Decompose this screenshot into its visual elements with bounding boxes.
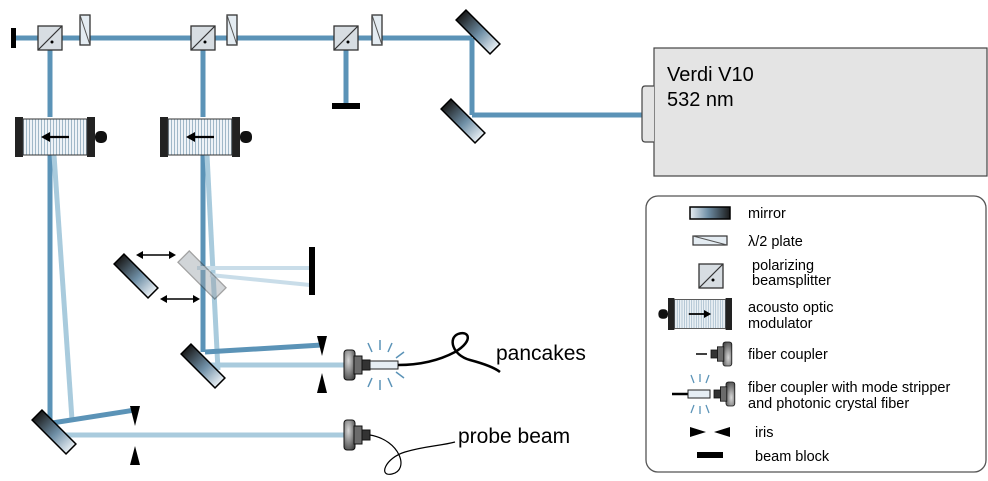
double-arrow-upper [136,251,176,259]
legend-fc-mode-stripper-label-1: fiber coupler with mode stripper [748,380,950,396]
legend-iris-label: iris [755,425,774,441]
polarizing-beamsplitter-3 [333,25,359,51]
legend-aom-icon [657,297,733,331]
iris-probe [130,406,140,465]
legend-beam-block-label: beam block [755,449,830,465]
acousto-optic-modulator-middle [158,115,254,159]
double-arrow-lower [160,295,200,303]
acousto-optic-modulator-left [13,115,109,159]
mirror-top-right [455,9,501,55]
legend: mirror λ/2 plate polarizing beamsplitter… [645,195,987,473]
legend-iris-icon [690,427,730,437]
legend-aom-label-2: modulator [748,316,813,332]
legend-aom-label-1: acousto optic [748,300,833,316]
legend-pbs-label-1: polarizing [752,258,814,274]
legend-mirror-label: mirror [748,206,786,222]
legend-fiber-coupler-label: fiber coupler [748,347,828,363]
iris-pancakes [317,336,327,393]
beam-paths [15,35,643,438]
verdi-laser: Verdi V10 532 nm [641,47,988,177]
legend-mirror-icon [689,206,731,220]
half-wave-plate-3 [371,14,383,46]
legend-fiber-coupler-icon [696,341,733,367]
mirror-right-lower [440,98,486,144]
mirror-movable-ghost [177,250,227,300]
legend-fc-mode-stripper-icon [672,374,736,414]
mirror-movable [113,253,159,299]
laser-wavelength: 532 nm [667,89,734,111]
fiber-coupler-mode-stripper-pancakes [343,331,501,390]
legend-waveplate-label: λ/2 plate [748,234,803,250]
legend-beam-block-icon [697,452,723,458]
laser-name: Verdi V10 [667,64,754,86]
beam-block-top-mid [332,103,360,109]
pancakes-label: pancakes [496,342,586,365]
probe-beam-label: probe beam [458,425,570,448]
polarizing-beamsplitter-2 [190,25,216,51]
legend-waveplate-icon [692,235,728,246]
legend-pbs-icon [698,263,724,289]
beam-block-right [309,247,315,295]
polarizing-beamsplitter-1 [37,25,63,51]
beam-block-top-left [11,28,16,48]
legend-fc-mode-stripper-label-2: and photonic crystal fiber [748,396,909,412]
half-wave-plate-2 [226,14,238,46]
legend-pbs-label-2: beamsplitter [752,273,831,289]
half-wave-plate-1 [79,14,91,46]
fiber-coupler-probe [343,419,456,475]
